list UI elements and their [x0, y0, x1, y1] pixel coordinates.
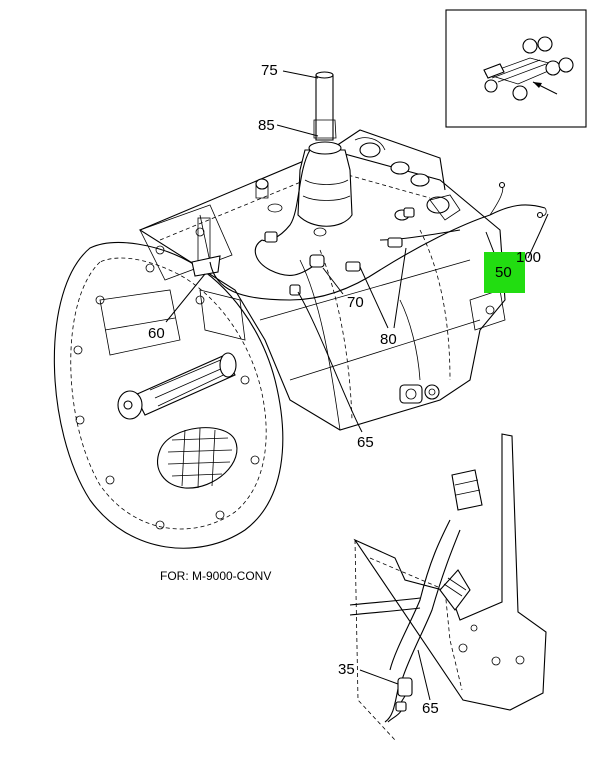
inspection-grate [157, 427, 238, 489]
callout-80[interactable]: 80 [380, 331, 397, 348]
callout-35[interactable]: 35 [338, 661, 355, 678]
model-note: FOR: M-9000-CONV [160, 569, 271, 583]
chassis-thumbnail [483, 36, 574, 101]
callout-85[interactable]: 85 [258, 117, 275, 134]
callout-60[interactable]: 60 [148, 325, 165, 342]
input-shaft [117, 352, 237, 420]
harness-clip [345, 261, 361, 272]
callout-leaders [165, 70, 549, 701]
harness-clip [387, 237, 403, 248]
wiring-harness [209, 149, 547, 301]
callout-50[interactable]: 50 [495, 264, 512, 281]
inset-frame [445, 9, 587, 128]
bell-housing-bolts [73, 263, 260, 530]
vehicle-locator-inset [445, 9, 587, 128]
shift-lever [313, 71, 337, 141]
callout-100[interactable]: 100 [516, 249, 541, 266]
callout-70[interactable]: 70 [347, 294, 364, 311]
detail-sensor [439, 469, 483, 611]
detail-connector [397, 677, 413, 697]
harness-connector [264, 231, 278, 243]
harness-connector [403, 207, 415, 218]
callout-75[interactable]: 75 [261, 62, 278, 79]
main-case [138, 149, 506, 431]
transmission-housing [53, 71, 547, 549]
callout-65-detail[interactable]: 65 [422, 700, 439, 717]
highlighted-part-box[interactable] [484, 252, 525, 293]
shift-tower [297, 141, 353, 227]
harness-connector [309, 254, 325, 268]
harness-clip [289, 284, 301, 296]
harness-detail-view [349, 433, 547, 741]
callout-65-main[interactable]: 65 [357, 434, 374, 451]
